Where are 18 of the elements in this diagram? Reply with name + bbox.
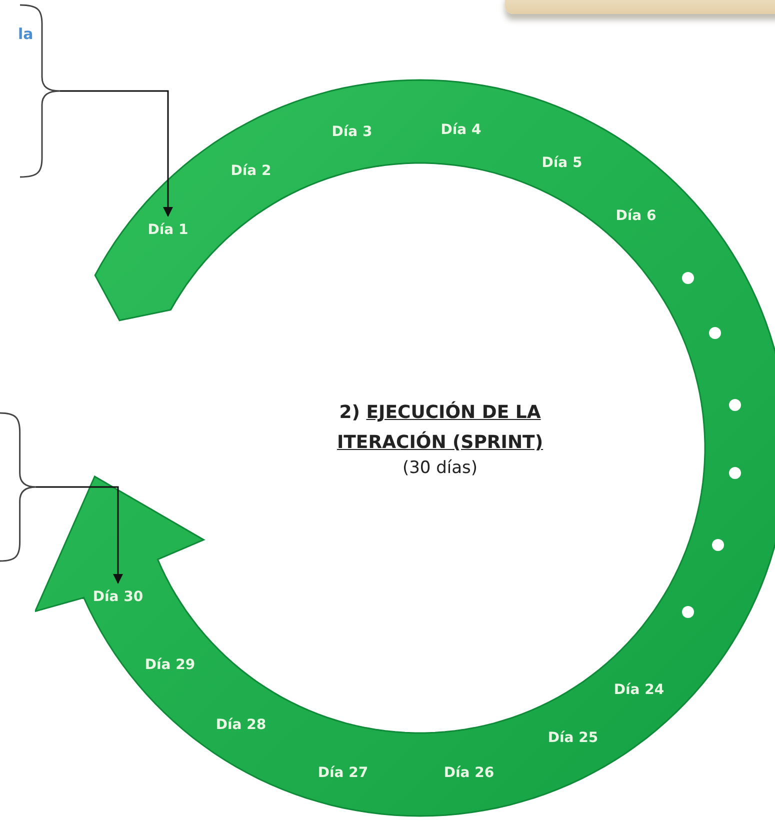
day-label: Día 27: [318, 765, 368, 781]
day-label: Día 30: [90, 583, 146, 607]
day-label: Día 2: [230, 163, 272, 179]
day-label: Día 1: [146, 216, 190, 240]
arrow: [36, 486, 123, 584]
day-label: Día 26: [444, 765, 494, 781]
day-label: Día 24: [614, 682, 664, 698]
day-label: Día 25: [548, 730, 598, 746]
day-label: Día 5: [542, 155, 582, 171]
title-text: 2) EJECUCIÓN DE LA ITERACIÓN (SPRINT): [336, 400, 544, 455]
note-text: la: [18, 25, 34, 43]
day-label: Día 28: [216, 717, 266, 733]
day-label: Día 4: [440, 122, 482, 138]
day-label: Día 3: [332, 124, 372, 140]
day-label: Día 6: [616, 208, 656, 224]
day-label: Día 29: [144, 657, 196, 673]
duration-text: (30 días): [401, 458, 479, 478]
arrow: [60, 90, 173, 217]
